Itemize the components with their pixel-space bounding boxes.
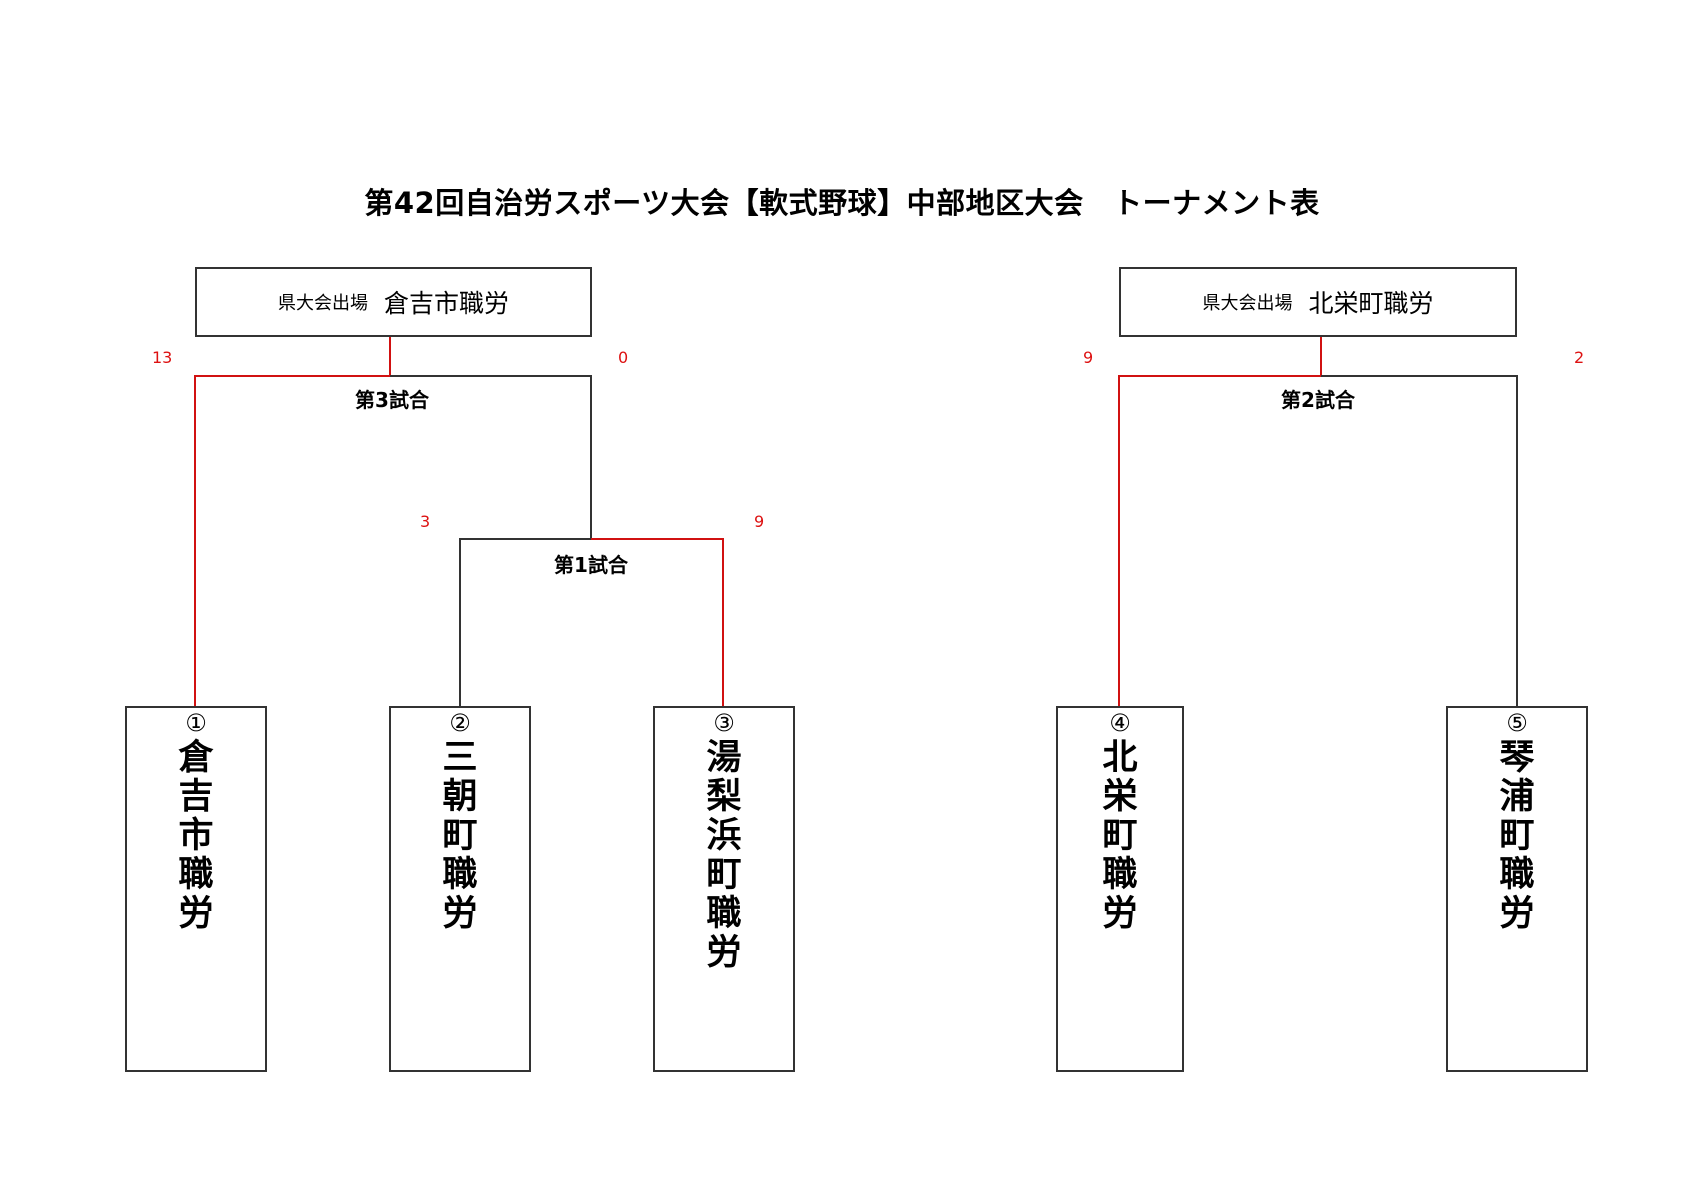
team-number: ① — [185, 709, 207, 737]
score-m2-left: 9 — [1083, 348, 1094, 367]
team-number: ② — [449, 709, 471, 737]
m3-winner-line — [194, 337, 391, 707]
page-title: 第42回自治労スポーツ大会【軟式野球】中部地区大会 トーナメント表 — [364, 186, 1320, 220]
team-name: 三朝町職労 — [442, 738, 478, 934]
team-box-2: ② 三朝町職労 — [389, 706, 531, 1072]
winner-name-right: 北栄町職労 — [1308, 289, 1434, 318]
team-box-4: ④ 北栄町職労 — [1056, 706, 1184, 1072]
team-box-1: ① 倉吉市職労 — [125, 706, 267, 1072]
team-name: 湯梨浜町職労 — [706, 738, 742, 973]
score-m2-right: 2 — [1574, 348, 1585, 367]
match-label-2: 第2試合 — [1281, 388, 1355, 412]
team-number: ⑤ — [1506, 709, 1528, 737]
m1-winner-line — [591, 538, 724, 707]
team-name: 北栄町職労 — [1102, 738, 1138, 934]
team-name: 琴浦町職労 — [1499, 738, 1535, 934]
winner-label-left: 県大会出場 — [277, 293, 368, 314]
score-m3-right: 0 — [618, 348, 629, 367]
team-number: ③ — [713, 709, 735, 737]
m2-winner-line — [1118, 337, 1322, 707]
winner-name-left: 倉吉市職労 — [383, 289, 509, 318]
team-number: ④ — [1109, 709, 1131, 737]
m1-loser-line — [459, 538, 591, 707]
winner-box-left: 県大会出場 倉吉市職労 — [195, 267, 592, 337]
winner-label-right: 県大会出場 — [1202, 293, 1293, 314]
m2-loser-line — [1321, 375, 1518, 707]
team-name: 倉吉市職労 — [178, 738, 214, 934]
score-m1-left: 3 — [420, 512, 431, 531]
m3-loser-line — [390, 375, 592, 539]
team-box-5: ⑤ 琴浦町職労 — [1446, 706, 1588, 1072]
team-box-3: ③ 湯梨浜町職労 — [653, 706, 795, 1072]
score-m1-right: 9 — [754, 512, 765, 531]
match-label-3: 第3試合 — [355, 388, 429, 412]
match-label-1: 第1試合 — [554, 553, 628, 577]
winner-box-right: 県大会出場 北栄町職労 — [1119, 267, 1517, 337]
score-m3-left: 13 — [152, 348, 173, 367]
